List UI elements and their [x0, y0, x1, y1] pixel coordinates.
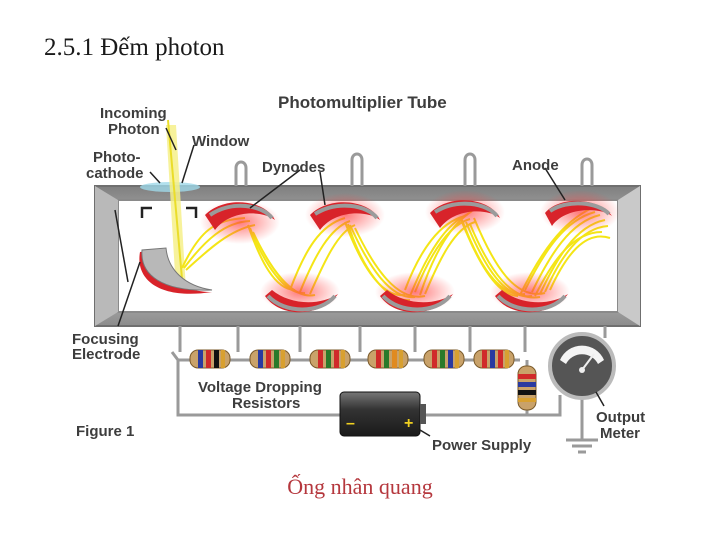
label-electrode: Electrode	[72, 346, 140, 363]
resistor	[423, 349, 465, 369]
bottom-pins	[178, 326, 527, 352]
resistor-vertical	[517, 365, 537, 411]
battery-minus: –	[346, 415, 355, 432]
label-window: Window	[192, 133, 250, 150]
resistor	[473, 349, 515, 369]
label-power-supply: Power Supply	[432, 437, 532, 454]
label-focusing: Focusing	[72, 331, 139, 348]
label-meter: Meter	[600, 425, 640, 442]
photocathode	[139, 247, 213, 294]
label-resistors: Resistors	[232, 395, 300, 412]
leader-lines	[114, 127, 605, 437]
label-photo: Photo-	[93, 149, 140, 166]
resistor	[189, 349, 231, 369]
resistor	[309, 349, 351, 369]
battery-plus: +	[404, 415, 413, 432]
diagram-title: Photomultiplier Tube	[278, 93, 447, 112]
photon-line	[167, 119, 184, 291]
label-output: Output	[596, 409, 645, 426]
slide-heading: 2.5.1 Đếm photon	[44, 34, 225, 61]
label-dynodes: Dynodes	[262, 159, 325, 176]
photocathode-bracket	[140, 206, 198, 218]
resistor-chain	[189, 349, 537, 411]
dynodes-bottom	[260, 272, 570, 313]
ground-icon	[566, 438, 598, 454]
label-incoming: Incoming	[100, 105, 167, 122]
power-supply-battery: – +	[339, 391, 426, 437]
anode	[540, 190, 620, 234]
output-meter	[548, 332, 616, 400]
top-pins	[234, 152, 594, 186]
slide-caption: Ống nhân quang	[287, 474, 433, 499]
dynodes-top	[200, 190, 505, 244]
label-photon: Photon	[108, 121, 160, 138]
label-voltage-dropping: Voltage Dropping	[198, 379, 322, 396]
resistor	[249, 349, 291, 369]
resistor	[367, 349, 409, 369]
label-anode: Anode	[512, 157, 559, 174]
label-cathode: cathode	[86, 165, 144, 182]
label-figure: Figure 1	[76, 423, 134, 440]
